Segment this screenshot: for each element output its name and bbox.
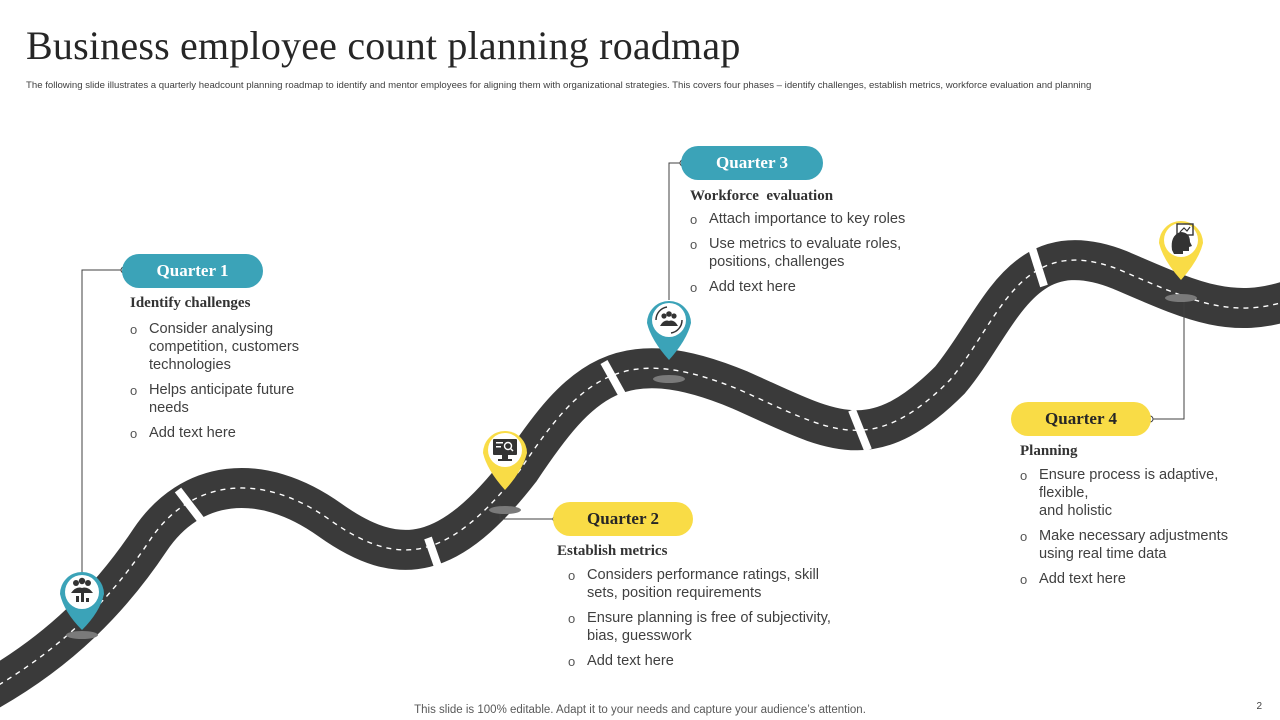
page-number: 2 <box>1256 701 1262 712</box>
head-strategy-icon <box>1171 223 1194 254</box>
page-title: Business employee count planning roadmap <box>26 23 741 68</box>
quarter-1-phase: Identify challenges <box>130 295 251 311</box>
team-chart-icon <box>71 577 93 602</box>
pin-q1 <box>60 572 104 630</box>
quarter-3-label: Quarter 3 <box>681 146 823 180</box>
team-cycle-icon <box>655 306 683 334</box>
quarter-1-label: Quarter 1 <box>122 254 263 288</box>
connector-q4 <box>1150 300 1185 420</box>
quarter-4-label: Quarter 4 <box>1011 402 1151 436</box>
quarter-4-phase: Planning <box>1020 443 1078 459</box>
quarter-3-phase: Workforce evaluation <box>690 188 834 204</box>
road-gap <box>848 408 872 452</box>
connector-q1 <box>81 269 124 578</box>
page-subtitle: The following slide illustrates a quarte… <box>26 80 1092 91</box>
road-gap <box>424 536 446 580</box>
road-center-dash <box>0 259 1280 685</box>
pin-q4 <box>1159 221 1203 280</box>
road-gap <box>1028 246 1048 288</box>
footer-note: This slide is 100% editable. Adapt it to… <box>414 704 866 716</box>
road-gap <box>174 487 208 527</box>
quarter-2-phase: Establish metrics <box>557 543 668 559</box>
monitor-search-icon <box>493 439 517 461</box>
quarter-2-label: Quarter 2 <box>553 502 693 536</box>
pin-q2 <box>483 431 527 490</box>
connector-q3 <box>668 162 683 300</box>
pin-q3 <box>647 301 691 360</box>
road-gap <box>600 360 628 400</box>
